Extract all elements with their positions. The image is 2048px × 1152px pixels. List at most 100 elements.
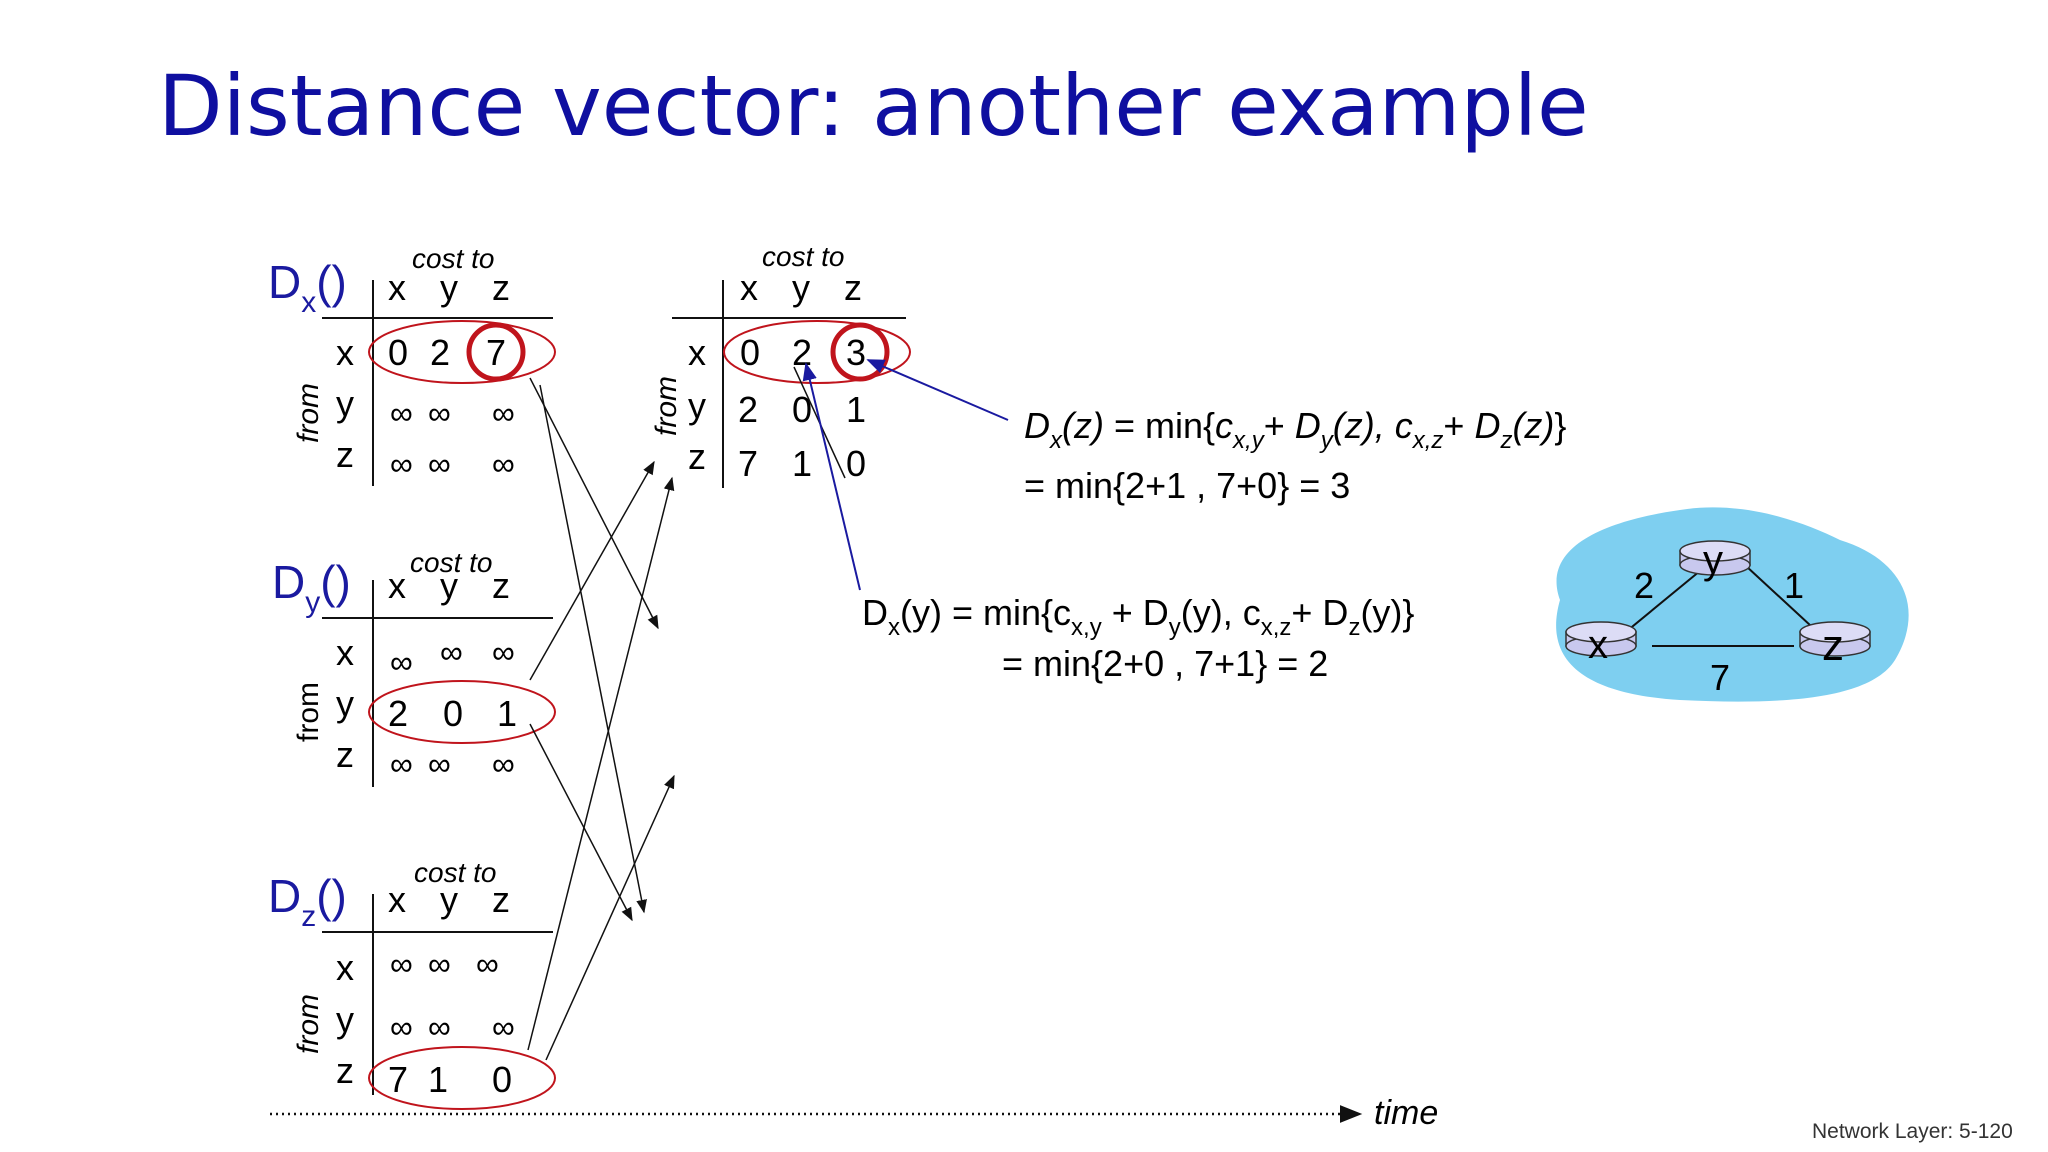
cell: ∞	[390, 746, 413, 782]
equation-dxz-line2: = min{2+1 , 7+0} = 3	[1024, 465, 1350, 506]
col-header-x: x	[740, 267, 758, 308]
node-label-z: z	[1822, 621, 1844, 670]
cell: ∞	[492, 395, 515, 431]
message-arrows	[527, 377, 675, 1061]
row-highlight-ellipse	[368, 680, 556, 744]
row-header-z: z	[336, 1050, 354, 1091]
cell: 0	[443, 693, 463, 734]
row-header-z: z	[688, 436, 706, 477]
table-dy-owner: Dy()	[272, 556, 351, 619]
table-dz-owner: Dz()	[268, 870, 347, 933]
arrow-dx-to-dz	[539, 384, 647, 914]
cell: 0	[740, 332, 760, 373]
network-cloud	[1556, 507, 1909, 702]
cell: ∞	[390, 946, 413, 982]
cell: ∞	[428, 395, 451, 431]
row-header-x: x	[688, 332, 706, 373]
cost-to-label: cost to	[410, 547, 492, 578]
table-dx-updated: cost to x y z from x y z 0 2 3 2 0 1 7 1…	[650, 241, 911, 488]
row-header-x: x	[336, 632, 354, 673]
cell: ∞	[390, 395, 413, 431]
pointer-arrow-dxy	[802, 362, 861, 591]
node-label-y: y	[1703, 538, 1723, 582]
cell: 7	[738, 443, 758, 484]
slide-footer: Network Layer: 5-120	[1812, 1120, 2013, 1143]
row-header-z: z	[336, 434, 354, 475]
col-header-x: x	[388, 879, 406, 920]
cell: 1	[846, 389, 866, 430]
cell: ∞	[492, 1009, 515, 1045]
cell: 2	[738, 389, 758, 430]
col-header-z: z	[492, 565, 510, 606]
arrow-dx-to-dy	[529, 377, 659, 630]
cell: 0	[846, 443, 866, 484]
cell: ∞	[428, 746, 451, 782]
col-header-y: y	[792, 267, 810, 308]
router-y-icon	[1679, 540, 1751, 576]
equation-dxy-line2: = min{2+0 , 7+1} = 2	[1002, 643, 1328, 684]
cell: 0	[492, 1059, 512, 1100]
cell: 7	[486, 332, 506, 373]
cost-to-label: cost to	[412, 243, 494, 274]
cell: ∞	[492, 446, 515, 482]
table-dy: Dy() cost to x y z from x y z ∞ ∞ ∞ 2 0 …	[272, 547, 556, 787]
from-label: from	[650, 376, 683, 436]
cell: 1	[792, 443, 812, 484]
cell: 1	[497, 693, 517, 734]
equation-dxz-line1: Dx(z) = min{cx,y+ Dy(z), cx,z+ Dz(z)}	[1024, 405, 1566, 454]
from-label: from	[292, 682, 325, 742]
row-header-x: x	[336, 947, 354, 988]
edge-cost-x-y: 2	[1634, 565, 1654, 606]
cell: ∞	[390, 1009, 413, 1045]
row-highlight-ellipse	[723, 320, 911, 384]
cell: 0	[792, 389, 812, 430]
cell: 0	[388, 332, 408, 373]
row-highlight-ellipse	[368, 1046, 556, 1110]
row-header-y: y	[336, 999, 354, 1040]
col-header-y: y	[440, 565, 458, 606]
pointer-arrow-dxz	[866, 359, 1009, 421]
row-header-y: y	[336, 383, 354, 424]
col-header-y: y	[440, 879, 458, 920]
arrow-dz-to-dx	[527, 476, 675, 1051]
col-header-z: z	[844, 267, 862, 308]
row-header-z: z	[336, 734, 354, 775]
cell-highlight-circle	[466, 322, 526, 382]
cell: 1	[428, 1059, 448, 1100]
table-dz: Dz() cost to x y z from x y z ∞ ∞ ∞ ∞ ∞ …	[268, 857, 556, 1110]
table-dx: Dx() cost to x y z from x y z 0 2 7 ∞ ∞ …	[268, 243, 556, 486]
router-x-icon	[1565, 621, 1637, 657]
cell: ∞	[390, 644, 413, 680]
from-label: from	[292, 383, 325, 443]
cell: ∞	[428, 446, 451, 482]
cost-to-label: cost to	[414, 857, 496, 888]
cell: ∞	[390, 446, 413, 482]
cell-highlight-circle	[830, 322, 890, 382]
arrow-dz-to-dy	[545, 774, 675, 1061]
col-header-x: x	[388, 565, 406, 606]
cell: 7	[388, 1059, 408, 1100]
cell: 3	[846, 332, 866, 373]
cell: 2	[388, 693, 408, 734]
row-header-y: y	[336, 683, 354, 724]
cell: ∞	[492, 746, 515, 782]
router-z-icon	[1799, 621, 1871, 657]
row-header-y: y	[688, 385, 706, 426]
row-header-x: x	[336, 332, 354, 373]
cell: ∞	[440, 634, 463, 670]
from-label: from	[292, 994, 325, 1054]
cell: 2	[430, 332, 450, 373]
col-header-z: z	[492, 267, 510, 308]
arrow-dy-to-dz	[529, 723, 633, 922]
cell: ∞	[428, 1009, 451, 1045]
edge-cost-x-z: 7	[1710, 657, 1730, 698]
row-highlight-ellipse	[368, 320, 556, 384]
col-header-x: x	[388, 267, 406, 308]
table-dx-owner: Dx()	[268, 256, 347, 319]
cost-to-label: cost to	[762, 241, 844, 272]
col-header-y: y	[440, 267, 458, 308]
col-header-z: z	[492, 879, 510, 920]
equation-dxy-line1: Dx(y) = min{cx,y + Dy(y), cx,z+ Dz(y)}	[862, 592, 1414, 641]
node-label-x: x	[1588, 623, 1608, 667]
